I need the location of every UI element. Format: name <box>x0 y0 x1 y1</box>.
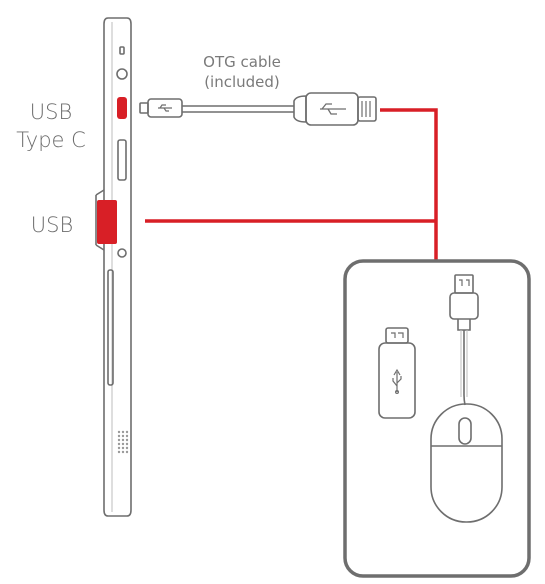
usb-flash-drive-icon <box>378 327 416 419</box>
otg-cable-caption-line1: OTG cable <box>203 53 281 71</box>
mouse-with-usb-plug <box>430 274 503 523</box>
usb-port <box>97 200 117 244</box>
micro-usb-plug-icon <box>139 98 183 118</box>
otg-cable-caption: OTG cable (included) <box>182 52 302 92</box>
usb-plug-icon <box>449 274 479 331</box>
otg-cable-caption-line2: (included) <box>204 73 280 91</box>
usb-symbol-icon <box>392 368 402 395</box>
peripherals-box <box>343 259 531 578</box>
usb-type-c-label-line2: Type C <box>16 128 86 152</box>
usb-type-c-label: USB Type C <box>10 98 92 154</box>
usb-label: USB <box>30 213 74 237</box>
usb-type-c-label-line1: USB <box>29 100 73 124</box>
mouse-icon <box>430 403 503 523</box>
connection-lines <box>145 108 438 262</box>
usb-type-c-port <box>117 97 127 119</box>
usb-a-female-icon <box>293 92 377 126</box>
tablet-side-view <box>95 17 132 517</box>
speaker-grille-icon <box>117 430 129 454</box>
otg-cable <box>139 92 377 126</box>
